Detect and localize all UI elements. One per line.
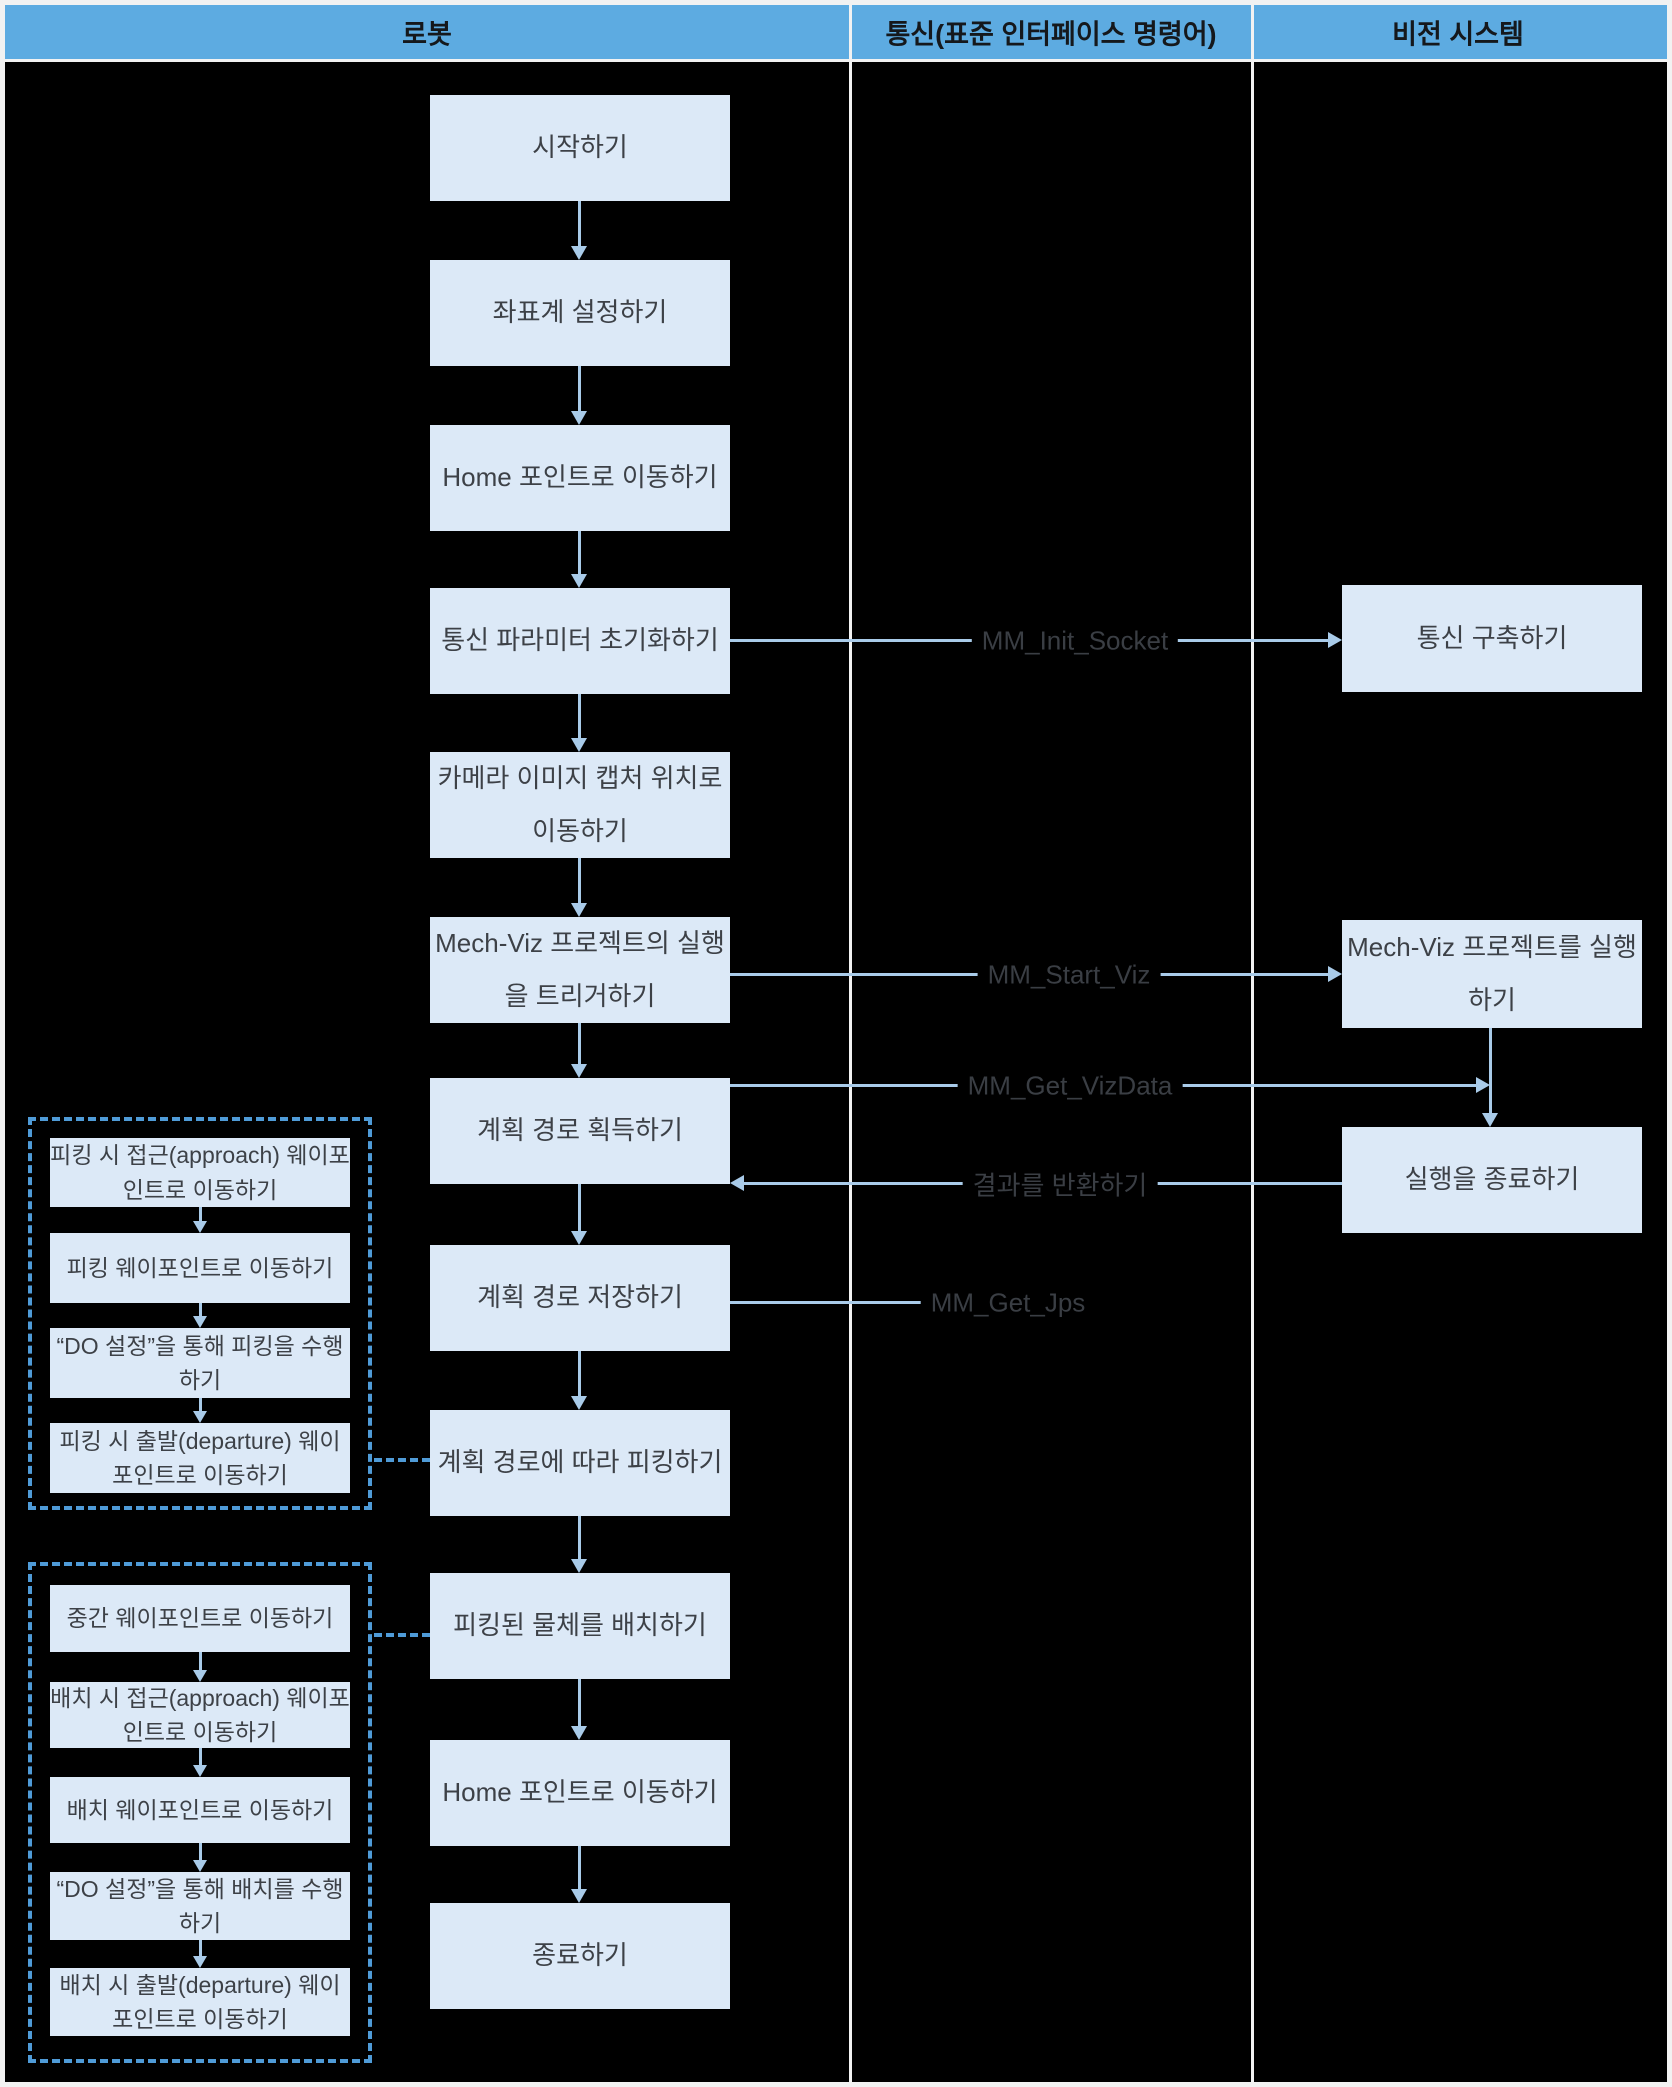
label-return-result: 결과를 반환하기 — [962, 1163, 1158, 1205]
step-end: 종료하기 — [430, 1903, 730, 2009]
connector-line — [199, 1843, 202, 1860]
arrow-down-icon — [193, 1221, 207, 1233]
connector-line — [199, 1303, 202, 1316]
step-move-home-1: Home 포인트로 이동하기 — [430, 425, 730, 531]
connector-line — [578, 531, 581, 574]
connector-line — [1489, 1028, 1492, 1113]
arrow-down-icon — [571, 246, 587, 260]
arrow-right-icon — [1328, 966, 1342, 982]
header-cell-robot: 로봇 — [402, 19, 452, 50]
connector-line — [199, 1652, 202, 1670]
arrow-down-icon — [193, 1860, 207, 1872]
header-cell-communication: 통신(표준 인터페이스 명령어) — [885, 19, 1217, 50]
header-underline — [5, 59, 1667, 62]
step-init-communication-params: 통신 파라미터 초기화하기 — [430, 588, 730, 694]
arrow-down-icon — [1482, 1113, 1498, 1127]
header-band — [5, 5, 1667, 59]
connector-line — [578, 1184, 581, 1231]
arrow-right-icon — [1476, 1077, 1490, 1093]
label-mm-start-viz: MM_Start_Viz — [977, 957, 1161, 993]
column-divider-communication-vision — [1251, 5, 1254, 2082]
step-pick-along-path: 계획 경로에 따라 피킹하기 — [430, 1410, 730, 1516]
connector-line — [199, 1940, 202, 1956]
arrow-down-icon — [571, 1064, 587, 1078]
dashed-connector-picking — [374, 1458, 430, 1462]
connector-line — [578, 1679, 581, 1726]
picking-step-set-do-pick: “DO 설정”을 통해 피킹을 수행하기 — [50, 1328, 350, 1398]
placing-step-place-waypoint: 배치 웨이포인트로 이동하기 — [50, 1777, 350, 1843]
connector-line — [730, 1301, 935, 1304]
placing-step-set-do-place: “DO 설정”을 통해 배치를 수행하기 — [50, 1872, 350, 1940]
vision-step-end-execution: 실행을 종료하기 — [1342, 1127, 1642, 1233]
picking-step-departure-waypoint: 피킹 시 출발(departure) 웨이포인트로 이동하기 — [50, 1423, 350, 1493]
connector-line — [578, 366, 581, 411]
connector-line — [578, 1351, 581, 1396]
arrow-down-icon — [571, 1726, 587, 1740]
vision-step-establish-communication: 통신 구축하기 — [1342, 585, 1642, 692]
step-start: 시작하기 — [430, 95, 730, 201]
placing-subroutine-group — [28, 1562, 372, 2063]
placing-step-departure-waypoint: 배치 시 출발(departure) 웨이포인트로 이동하기 — [50, 1968, 350, 2036]
label-mm-get-jps: MM_Get_Jps — [920, 1285, 1096, 1321]
label-mm-get-vizdata: MM_Get_VizData — [957, 1068, 1183, 1104]
picking-step-approach-waypoint: 피킹 시 접근(approach) 웨이포인트로 이동하기 — [50, 1138, 350, 1207]
arrow-down-icon — [193, 1670, 207, 1682]
arrow-down-icon — [571, 738, 587, 752]
arrow-down-icon — [193, 1765, 207, 1777]
header-cell-vision: 비전 시스템 — [1392, 19, 1524, 50]
arrow-left-icon — [730, 1175, 744, 1191]
picking-subroutine-group — [28, 1117, 372, 1510]
connector-line — [578, 1023, 581, 1064]
connector-line — [578, 1516, 581, 1559]
arrow-down-icon — [193, 1316, 207, 1328]
connector-line — [578, 858, 581, 903]
dashed-connector-placing — [374, 1633, 430, 1637]
connector-line — [199, 1207, 202, 1221]
placing-step-intermediate-waypoint: 중간 웨이포인트로 이동하기 — [50, 1585, 350, 1652]
arrow-down-icon — [571, 1396, 587, 1410]
label-mm-init-socket: MM_Init_Socket — [971, 623, 1179, 659]
arrow-right-icon — [1328, 632, 1342, 648]
picking-step-pick-waypoint: 피킹 웨이포인트로 이동하기 — [50, 1233, 350, 1303]
arrow-down-icon — [571, 574, 587, 588]
connector-line — [578, 201, 581, 246]
vision-step-run-mechviz: Mech-Viz 프로젝트를 실행하기 — [1342, 920, 1642, 1028]
connector-line — [578, 1846, 581, 1889]
step-trigger-mechviz: Mech-Viz 프로젝트의 실행을 트리거하기 — [430, 917, 730, 1023]
arrow-down-icon — [571, 411, 587, 425]
step-place-picked-object: 피킹된 물체를 배치하기 — [430, 1573, 730, 1679]
arrow-down-icon — [571, 903, 587, 917]
step-move-capture-position: 카메라 이미지 캡처 위치로 이동하기 — [430, 752, 730, 858]
arrow-down-icon — [193, 1956, 207, 1968]
column-divider-robot-communication — [849, 5, 852, 2082]
step-move-home-2: Home 포인트로 이동하기 — [430, 1740, 730, 1846]
connector-line — [578, 694, 581, 738]
arrow-down-icon — [193, 1411, 207, 1423]
arrow-down-icon — [571, 1231, 587, 1245]
connector-line — [199, 1748, 202, 1765]
placing-step-approach-waypoint: 배치 시 접근(approach) 웨이포인트로 이동하기 — [50, 1682, 350, 1748]
arrow-down-icon — [571, 1559, 587, 1573]
arrow-down-icon — [571, 1889, 587, 1903]
step-get-planned-path: 계획 경로 획득하기 — [430, 1078, 730, 1184]
connector-line — [199, 1398, 202, 1411]
step-set-coordinate-system: 좌표계 설정하기 — [430, 260, 730, 366]
step-save-planned-path: 계획 경로 저장하기 — [430, 1245, 730, 1351]
